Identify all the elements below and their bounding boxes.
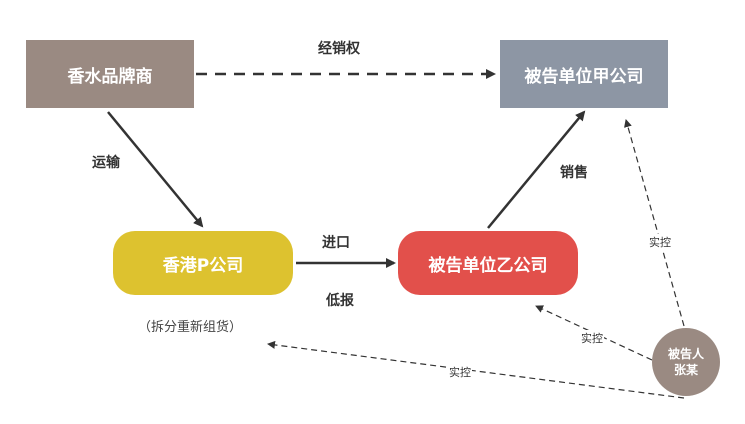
person-line-1: 被告人 [667,347,704,361]
edge-transport [107,111,204,228]
label-sales: 销售 [560,165,588,181]
edge-sales [487,110,586,229]
label-transport: 运输 [92,155,120,171]
label-distribution-rights: 经销权 [318,41,360,57]
edge-control-hk-p [267,340,685,399]
node-perfume-brand: 香水品牌商 [26,40,194,108]
node-defendant-person: 被告人 张某 [652,328,720,396]
label-control-p: 实控 [448,364,472,380]
label-control-b: 实控 [580,330,604,346]
label-under-report: 低报 [326,293,354,309]
label-import: 进口 [322,235,350,251]
node-hk-p-company: 香港P公司 [113,231,293,295]
person-line-2: 张某 [673,363,698,377]
note-repackaging: （拆分重新组货） [138,320,243,335]
edge-control-company-a [624,119,685,327]
node-company-b: 被告单位乙公司 [398,231,578,295]
node-company-a: 被告单位甲公司 [500,40,668,108]
label-control-a: 实控 [648,234,672,250]
